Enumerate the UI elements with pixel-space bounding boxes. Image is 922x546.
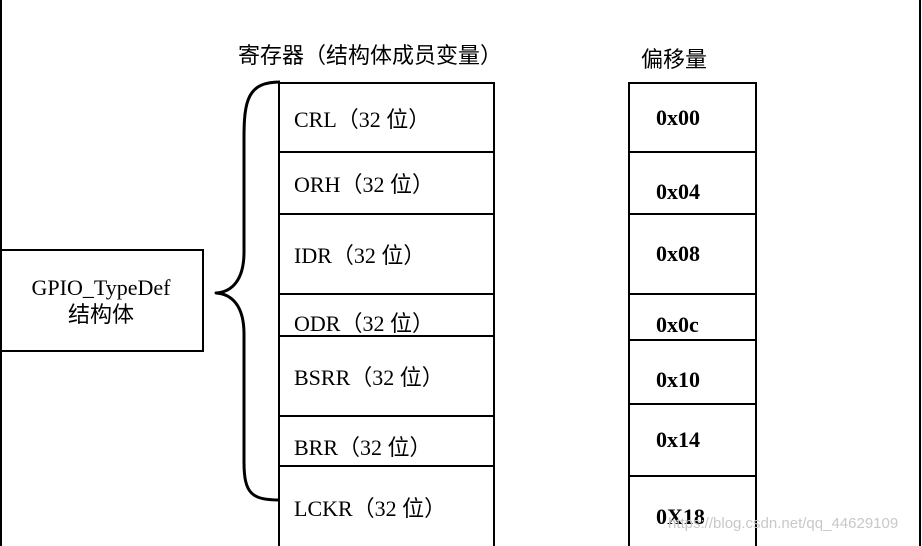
offset-cell-4: 0x10	[628, 339, 757, 405]
offsets-heading: 偏移量	[641, 47, 708, 72]
offset-cell-0: 0x00	[628, 82, 757, 153]
struct-box: GPIO_TypeDef 结构体	[0, 249, 204, 352]
register-label: BSRR（32 位）	[294, 365, 444, 390]
register-label: IDR（32 位）	[294, 243, 426, 268]
offset-value: 0x10	[656, 367, 700, 392]
register-label: CRL（32 位）	[294, 106, 431, 132]
register-cell-odr: ODR（32 位）	[278, 293, 495, 337]
offset-cell-3: 0x0c	[628, 293, 757, 341]
register-cell-crl: CRL（32 位）	[278, 82, 495, 153]
register-label: LCKR（32 位）	[294, 495, 447, 521]
offset-cell-2: 0x08	[628, 213, 757, 295]
offset-value: 0x14	[656, 427, 700, 452]
registers-heading: 寄存器（结构体成员变量）	[238, 43, 503, 68]
register-label: BRR（32 位）	[294, 435, 432, 460]
offset-cell-5: 0x14	[628, 403, 757, 477]
register-cell-idr: IDR（32 位）	[278, 213, 495, 295]
register-cell-brr: BRR（32 位）	[278, 415, 495, 467]
offset-cell-1: 0x04	[628, 151, 757, 215]
struct-name: GPIO_TypeDef	[31, 274, 171, 300]
right-frame-line	[919, 0, 921, 546]
offset-value: 0x00	[656, 104, 700, 130]
watermark: https://blog.csdn.net/qq_44629109	[668, 515, 899, 532]
offset-value: 0x04	[656, 179, 700, 204]
register-cell-bsrr: BSRR（32 位）	[278, 335, 495, 417]
register-cell-lckr: LCKR（32 位）	[278, 465, 495, 546]
left-frame-line	[0, 0, 2, 546]
register-label: ODR（32 位）	[294, 311, 434, 336]
offset-cell-6: 0X18	[628, 475, 757, 546]
struct-label: 结构体	[67, 301, 134, 327]
offset-value: 0x08	[656, 241, 700, 266]
register-cell-orh: ORH（32 位）	[278, 151, 495, 215]
register-label: ORH（32 位）	[294, 172, 434, 197]
offset-value: 0X18	[656, 503, 705, 529]
offset-value: 0x0c	[656, 312, 699, 337]
